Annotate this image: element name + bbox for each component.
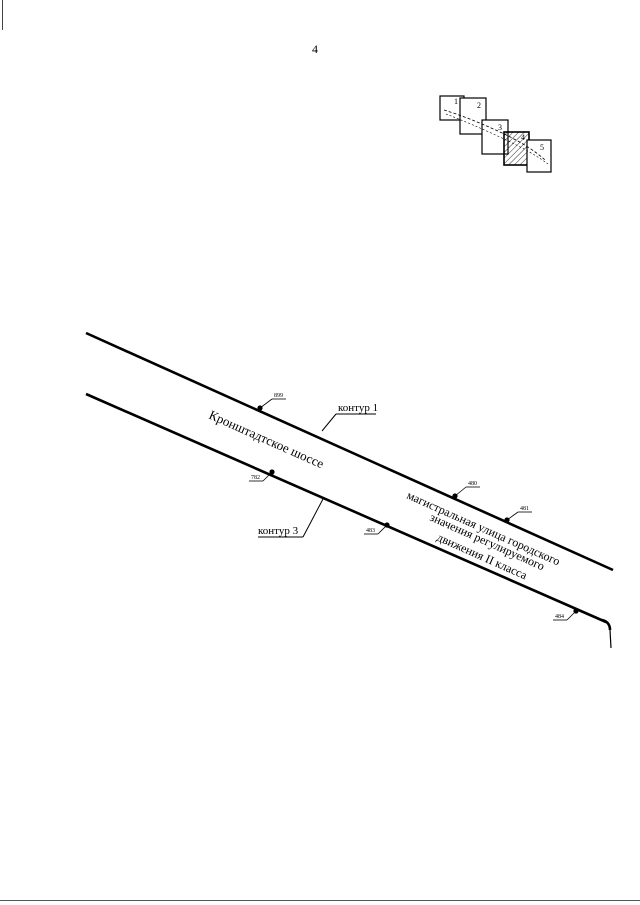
svg-text:480: 480 [468, 481, 477, 487]
key-label-5: 5 [540, 143, 544, 152]
key-road-trace [443, 109, 546, 161]
svg-text:483: 483 [366, 528, 375, 534]
contour-1-callout: контур 1 [321, 402, 378, 432]
contour-3-boundary-tail [609, 629, 612, 649]
key-sheet-4-highlighted [503, 131, 530, 166]
upper-point-b: 480 [452, 481, 480, 499]
upper-point-c: 481 [504, 506, 532, 523]
key-label-1: 1 [454, 97, 458, 106]
svg-text:481: 481 [520, 506, 529, 512]
lower-point-c: 484 [553, 608, 579, 621]
svg-text:484: 484 [555, 614, 564, 620]
contour-1-boundary-line [85, 331, 614, 572]
contour-3-callout: контур 3 [258, 498, 324, 538]
key-label-3: 3 [498, 123, 502, 132]
contour-3-boundary-line [85, 392, 607, 624]
svg-text:782: 782 [251, 475, 260, 481]
key-sheet-5 [526, 139, 552, 173]
contour-3-boundary-end [601, 618, 612, 631]
svg-text:899: 899 [274, 393, 283, 399]
contour-3-label: контур 3 [258, 525, 299, 537]
road-name-label: Кронштадтское шоссе [207, 407, 327, 471]
key-label-2: 2 [477, 101, 481, 110]
contour-1-label: контур 1 [338, 402, 378, 414]
lower-point-b: 483 [364, 522, 390, 535]
scan-edge-left [2, 0, 3, 30]
key-road-trace-2 [445, 113, 549, 165]
scan-edge-bottom [0, 900, 640, 901]
lower-point-a: 782 [249, 469, 275, 482]
key-label-4: 4 [521, 133, 525, 142]
page-number: 4 [312, 42, 318, 56]
upper-point-a: 899 [257, 393, 286, 411]
